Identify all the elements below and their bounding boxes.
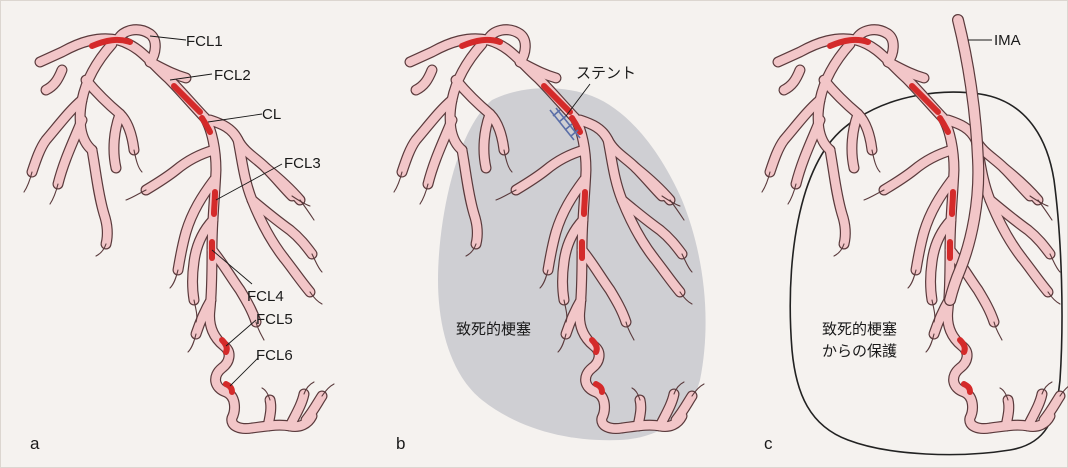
leader-fcl6	[230, 358, 258, 386]
artery-tree-c	[762, 30, 1068, 429]
panel-b: ステント 致死的梗塞 b	[394, 30, 706, 453]
label-fcl5: FCL5	[256, 311, 293, 328]
label-ima: IMA	[994, 32, 1021, 49]
label-cl: CL	[262, 106, 281, 123]
label-fcl3: FCL3	[284, 155, 321, 172]
panel-letter-b: b	[396, 434, 405, 453]
label-protection-line2: からの保護	[822, 342, 897, 360]
leader-fcl5	[226, 320, 256, 346]
label-fcl4: FCL4	[247, 288, 284, 305]
label-protection-line1: 致死的梗塞	[822, 320, 897, 338]
label-stent: ステント	[576, 64, 636, 82]
label-fcl2: FCL2	[214, 67, 251, 84]
panel-letter-a: a	[30, 434, 40, 453]
panel-c: IMA 致死的梗塞 からの保護 c	[762, 20, 1068, 455]
panel-a: FCL1 FCL2 CL FCL3 FCL4 FCL5 FCL6 a	[24, 30, 334, 453]
label-fcl6: FCL6	[256, 347, 293, 364]
label-fcl1: FCL1	[186, 33, 223, 50]
artery-tree-a	[24, 30, 334, 429]
label-infarct: 致死的梗塞	[456, 320, 531, 338]
panel-letter-c: c	[764, 434, 773, 453]
